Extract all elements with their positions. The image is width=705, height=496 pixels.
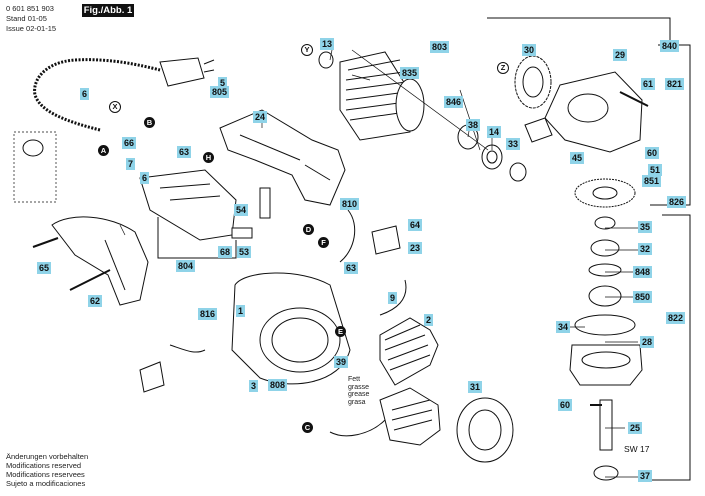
part-label: 60 xyxy=(558,399,573,411)
bracket-822 xyxy=(650,214,691,481)
connector-mark-b: B xyxy=(144,117,155,128)
part-label: 846 xyxy=(444,96,464,108)
spindle-25 xyxy=(599,399,613,451)
part-label: 1 xyxy=(236,305,246,317)
connector-mark-f: F xyxy=(318,237,329,248)
bearing-flange xyxy=(456,397,514,463)
part-label: 6 xyxy=(140,172,150,184)
connector-mark-x: X xyxy=(109,101,121,113)
connector-mark-c: C xyxy=(302,422,313,433)
capacitor xyxy=(259,187,271,219)
part-label: 803 xyxy=(430,41,450,53)
part-label: 68 xyxy=(218,246,233,258)
plug xyxy=(159,57,205,87)
connector-mark-h: H xyxy=(203,152,214,163)
part-label: 3 xyxy=(249,380,259,392)
grease-note: Fett grasse grease grasa xyxy=(348,376,370,406)
part-label: 33 xyxy=(506,138,521,150)
part-label: 826 xyxy=(667,196,687,208)
part-label: 65 xyxy=(37,262,52,274)
part-label: 51 xyxy=(648,164,663,176)
gear-30 xyxy=(514,55,552,109)
part-label: 816 xyxy=(198,308,218,320)
part-label: 850 xyxy=(633,291,653,303)
part-label: 835 xyxy=(400,67,420,79)
part-label: 810 xyxy=(340,198,360,210)
part-label: 35 xyxy=(638,221,653,233)
field-coil xyxy=(379,317,439,386)
part-label: 66 xyxy=(122,137,137,149)
header-block: 0 601 851 903 Stand 01-05 Issue 02-01-15 xyxy=(6,4,56,34)
figure-tag: Fig./Abb. 1 xyxy=(82,4,134,17)
connector-mark-d: D xyxy=(303,224,314,235)
part-label: 54 xyxy=(234,204,249,216)
power-cord xyxy=(33,58,161,132)
screw-65 xyxy=(32,237,59,248)
part-label: 23 xyxy=(408,242,423,254)
part-label: 60 xyxy=(645,147,660,159)
gear-826 xyxy=(574,178,636,208)
part-label: 804 xyxy=(176,260,196,272)
part-label: 25 xyxy=(628,422,643,434)
switch-body xyxy=(139,169,237,241)
part-number: 0 601 851 903 xyxy=(6,4,54,13)
part-label: 840 xyxy=(660,40,680,52)
part-label: 31 xyxy=(468,381,483,393)
bracket-804 xyxy=(157,217,237,259)
part-label: 851 xyxy=(642,175,662,187)
stand-value: 01-05 xyxy=(27,14,47,23)
part-label: 9 xyxy=(388,292,398,304)
issue-label: Issue xyxy=(6,24,24,33)
part-label: 822 xyxy=(666,312,686,324)
part-label: 28 xyxy=(640,336,655,348)
stand-label: Stand xyxy=(6,14,26,23)
part-label: 38 xyxy=(466,119,481,131)
rear-handle-upper xyxy=(219,109,346,206)
part-label: 63 xyxy=(344,262,359,274)
part-label: 821 xyxy=(665,78,685,90)
bracket-840 xyxy=(487,17,671,45)
part-label: 32 xyxy=(638,243,653,255)
side-handle xyxy=(51,216,149,306)
connector-mark-e: E xyxy=(335,326,346,337)
part-label: 808 xyxy=(268,379,288,391)
part-label: 24 xyxy=(253,111,268,123)
part-label: 53 xyxy=(237,246,252,258)
part-label: 5 xyxy=(218,77,228,89)
part-label: 14 xyxy=(487,126,502,138)
motor-housing xyxy=(231,272,351,385)
part-label: 34 xyxy=(556,321,571,333)
part-label: 2 xyxy=(424,314,434,326)
part-label: 6 xyxy=(80,88,90,100)
field-coil-lower xyxy=(379,387,441,446)
gear-housing xyxy=(544,71,643,153)
footer-notice: Änderungen vorbehalten Modifications res… xyxy=(6,452,89,488)
part-label: 29 xyxy=(613,49,628,61)
part-label: 64 xyxy=(408,219,423,231)
part-label: 7 xyxy=(126,158,136,170)
part-label: 37 xyxy=(638,470,653,482)
screw-62 xyxy=(69,269,111,291)
part-label: 63 xyxy=(177,146,192,158)
part-label: 61 xyxy=(641,78,656,90)
part-label: 30 xyxy=(522,44,537,56)
connector-mark-a: A xyxy=(98,145,109,156)
part-label: 62 xyxy=(88,295,103,307)
part-label: 13 xyxy=(320,38,335,50)
part-label: 45 xyxy=(570,152,585,164)
part-label: 848 xyxy=(633,266,653,278)
part-label: 805 xyxy=(210,86,230,98)
connector-mark-z: Z xyxy=(497,62,509,74)
part-label: 39 xyxy=(334,356,349,368)
connector-mark-y: Y xyxy=(301,44,313,56)
issue-value: 02-01-15 xyxy=(26,24,57,33)
flange-28 xyxy=(569,344,643,386)
wrench-size: SW 17 xyxy=(624,444,650,454)
